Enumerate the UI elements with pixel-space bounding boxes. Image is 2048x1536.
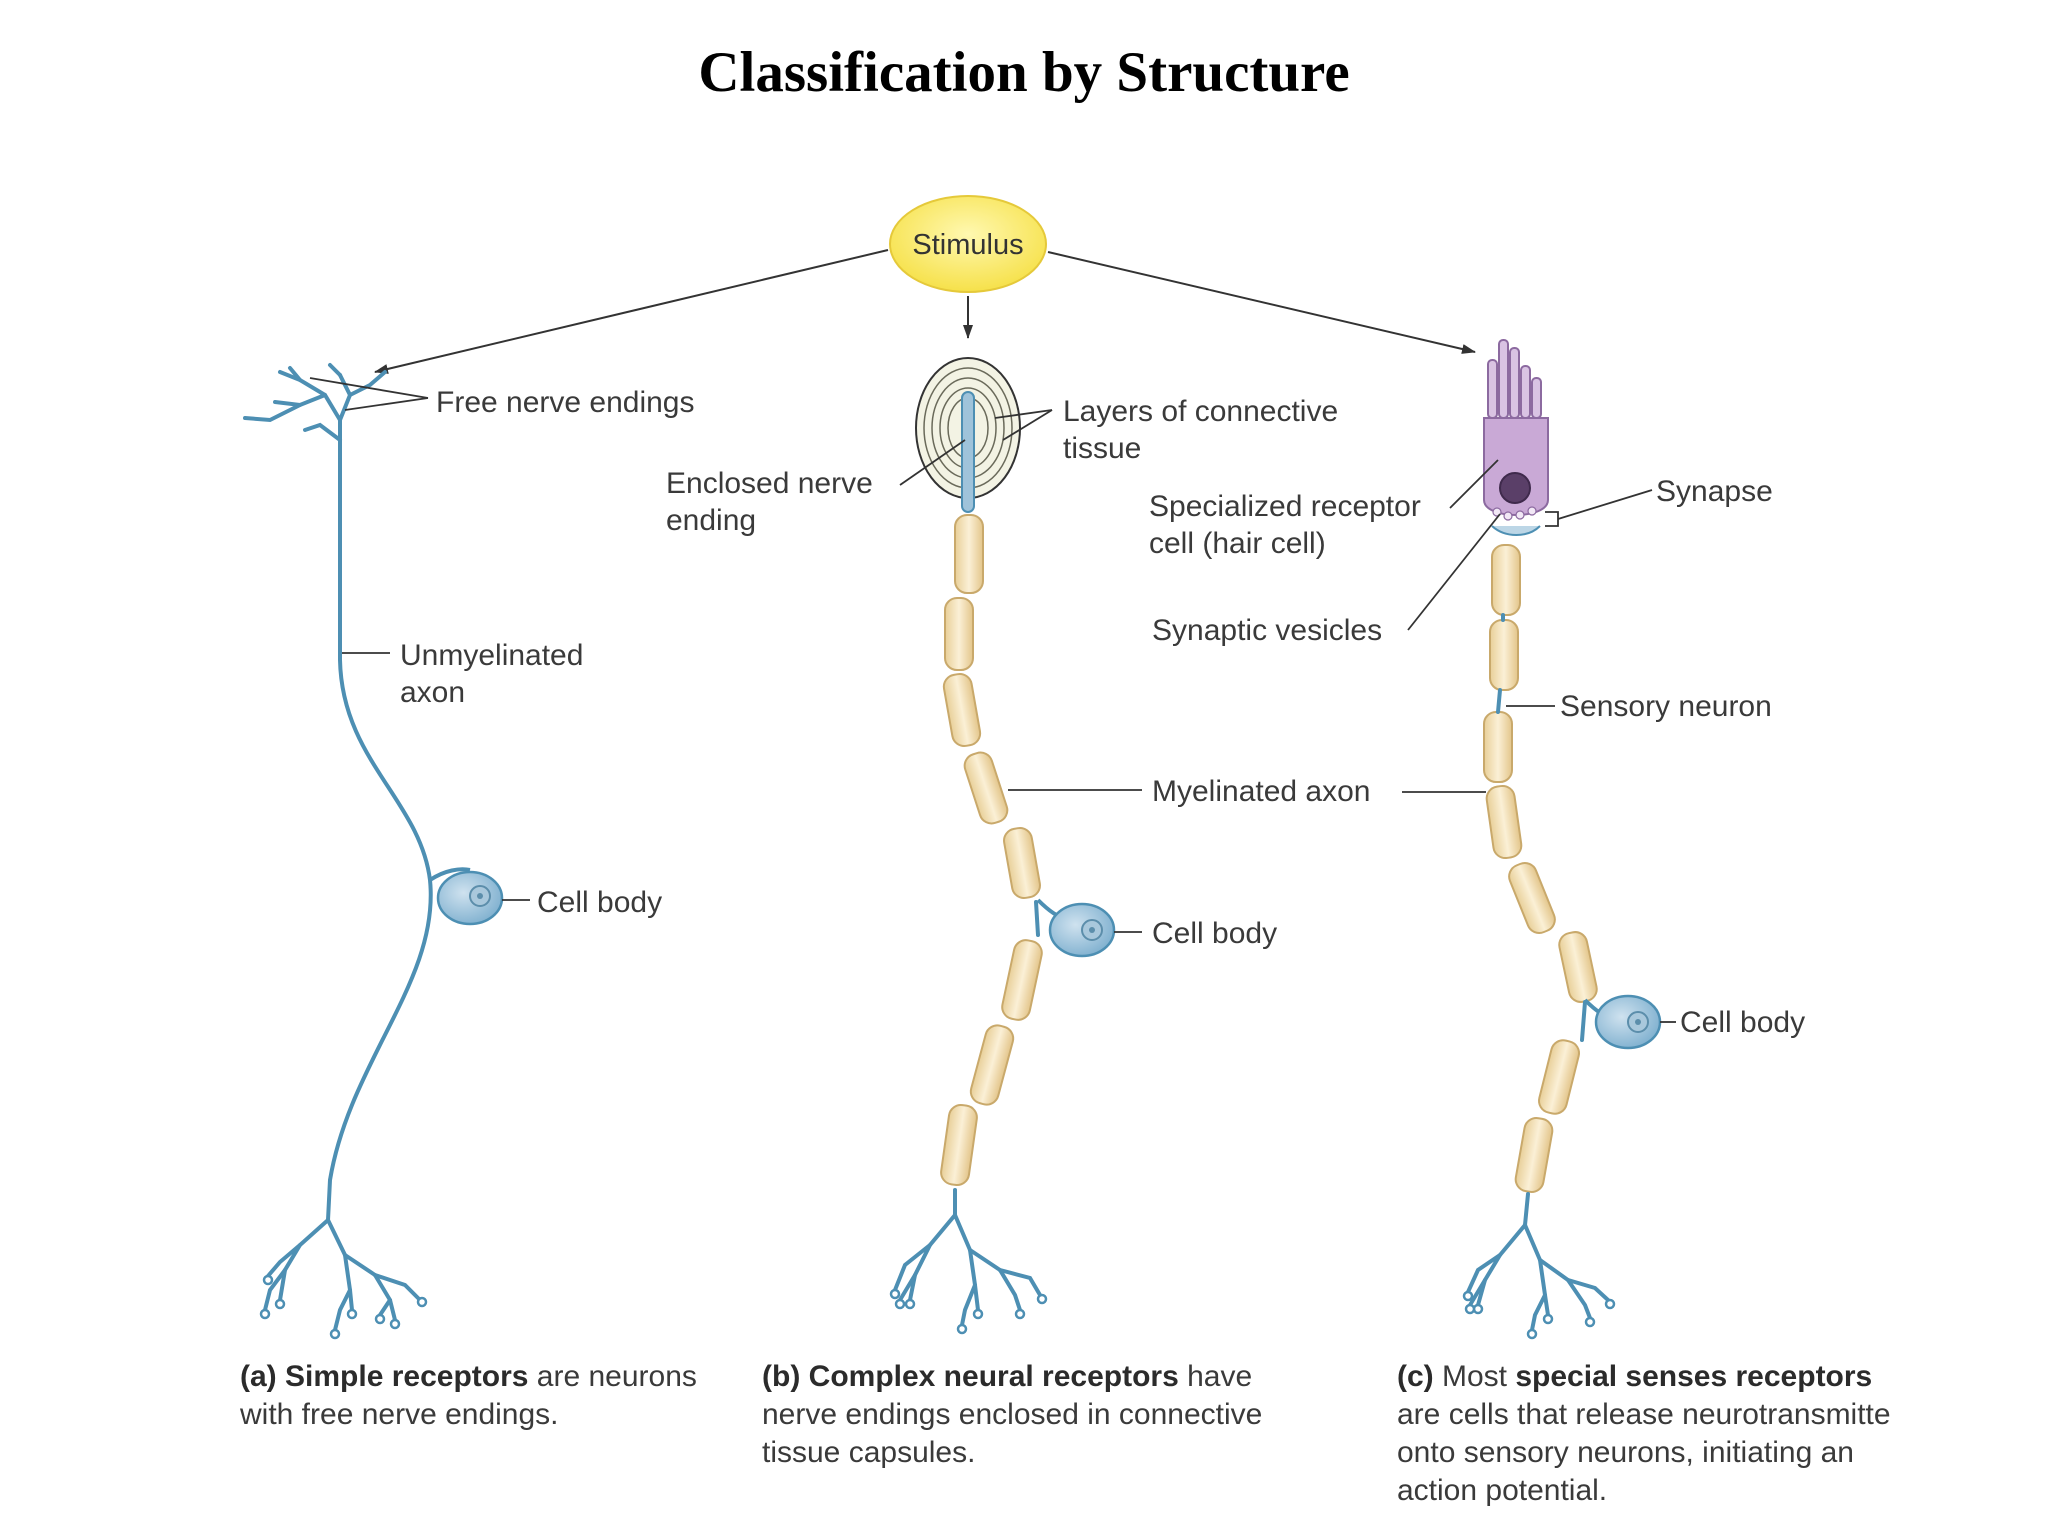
caption-c: (c) Most special senses receptors are ce…	[1397, 1358, 1931, 1510]
caption-c-line3: onto sensory neurons, initiating an	[1397, 1436, 1854, 1469]
caption-b-line2: nerve endings enclosed in connective	[762, 1398, 1263, 1431]
leaders-a	[309, 377, 530, 901]
caption-c-line4: action potential.	[1397, 1474, 1608, 1507]
label-specialized-receptor-line2: cell (hair cell)	[1149, 527, 1326, 560]
complex-receptor-terminals	[889, 1288, 1048, 1335]
label-myelinated-axon: Myelinated axon	[1152, 775, 1371, 808]
caption-a-line1: (a) Simple receptors are neurons	[240, 1358, 697, 1396]
cell-body-a	[428, 867, 504, 926]
caption-b-line1: (b) Complex neural receptors have	[762, 1358, 1262, 1396]
caption-b-bold: Complex neural receptors	[808, 1360, 1179, 1393]
page-title: Classification by Structure	[698, 41, 1350, 104]
myelinated-axon-c	[1483, 544, 1598, 1193]
label-synaptic-vesicles: Synaptic vesicles	[1152, 614, 1383, 647]
caption-a-line2: with free nerve endings.	[240, 1398, 559, 1431]
caption-c-letter: (c)	[1397, 1360, 1434, 1393]
sensory-neuron-c	[1466, 613, 1610, 1332]
label-layers-connective-line1: Layers of connective	[1063, 395, 1339, 428]
caption-c-line2: are cells that release neurotransmitte	[1397, 1398, 1891, 1431]
label-enclosed-nerve-line2: ending	[666, 504, 757, 537]
stimulus-node: Stimulus	[889, 195, 1047, 293]
simple-receptor-terminals	[259, 1274, 428, 1340]
cell-body-c	[1583, 994, 1662, 1050]
leaders-c	[1402, 459, 1676, 1023]
label-free-nerve-endings: Free nerve endings	[436, 386, 695, 419]
caption-c-bold: special senses receptors	[1515, 1360, 1873, 1393]
caption-a-bold: Simple receptors	[285, 1360, 529, 1393]
leaders-b	[899, 409, 1142, 933]
caption-b-line3: tissue capsules.	[762, 1436, 976, 1469]
label-sensory-neuron: Sensory neuron	[1560, 690, 1772, 723]
caption-c-pre: Most	[1433, 1360, 1516, 1393]
arrow-to-a	[374, 249, 889, 374]
label-cell-body-a: Cell body	[537, 886, 663, 919]
myelinated-axon-b	[940, 514, 1043, 1187]
label-enclosed-nerve-line1: Enclosed nerve	[666, 467, 873, 500]
caption-b-letter: (b)	[762, 1360, 801, 1393]
stimulus-label: Stimulus	[912, 229, 1023, 261]
caption-b: (b) Complex neural receptors have nerve …	[762, 1358, 1262, 1472]
arrow-to-c	[1047, 251, 1476, 354]
hair-cell	[1483, 339, 1549, 536]
label-layers-connective-line2: tissue	[1063, 432, 1142, 465]
label-cell-body-b: Cell body	[1152, 917, 1278, 950]
caption-c-line1: (c) Most special senses receptors	[1397, 1358, 1931, 1396]
caption-a-rest: are neurons	[528, 1360, 697, 1393]
label-unmyelinated-axon-line2: axon	[400, 676, 466, 709]
label-unmyelinated-axon-line1: Unmyelinated	[400, 639, 584, 672]
complex-receptor-capsule	[915, 357, 1021, 513]
caption-a: (a) Simple receptors are neurons with fr…	[240, 1358, 697, 1434]
caption-a-letter: (a)	[240, 1360, 277, 1393]
label-cell-body-c: Cell body	[1680, 1006, 1806, 1039]
simple-receptor-neuron	[243, 363, 433, 1332]
complex-receptor-axon	[893, 900, 1042, 1327]
sensory-neuron-terminals	[1462, 1290, 1616, 1340]
caption-b-rest: have	[1178, 1360, 1253, 1393]
cell-body-b	[1036, 898, 1116, 958]
label-specialized-receptor-line1: Specialized receptor	[1149, 490, 1421, 523]
label-synapse: Synapse	[1656, 475, 1773, 508]
